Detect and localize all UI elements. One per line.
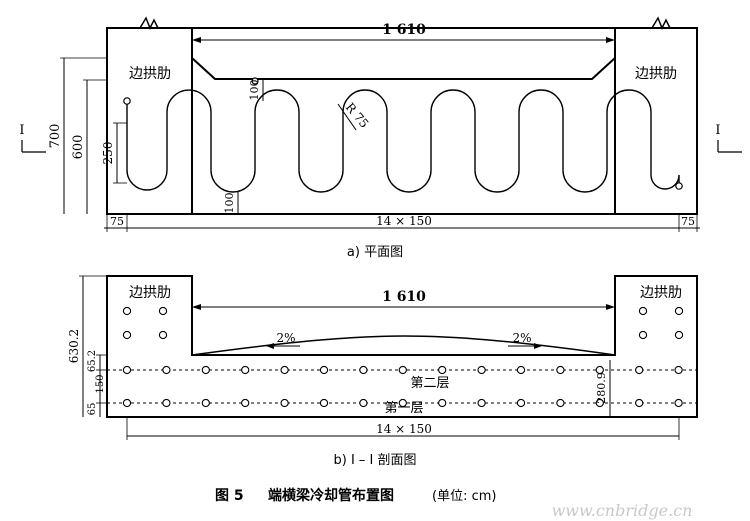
section-span-arrow-left — [192, 304, 201, 310]
plan-section-mark-right: I — [715, 123, 720, 138]
plan-bottom-mid: 14 × 150 — [376, 214, 432, 228]
pipe-rib-left-3 — [122, 306, 132, 316]
pipe-row1-15 — [674, 398, 683, 408]
pipe-rib-right-4 — [674, 330, 684, 340]
plan-rib-left-label: 边拱肋 — [129, 66, 171, 82]
pipe-row1-14 — [635, 398, 644, 408]
plan-span-arrow-right — [606, 37, 615, 43]
pipe-row1-6 — [319, 398, 329, 408]
section-mark-left-line — [21, 140, 46, 153]
section-outline — [106, 275, 698, 418]
section-dim-150: 150 — [95, 374, 106, 393]
section-mark-right-line — [717, 140, 742, 153]
plan-dim-700: 700 — [48, 124, 63, 149]
pipe-row1-9 — [438, 398, 447, 408]
pipe-row2-10 — [477, 365, 486, 375]
plan-pipe-outlet — [675, 182, 683, 190]
pipe-row2-14 — [635, 365, 644, 375]
plan-span-label: 1 610 — [382, 22, 426, 38]
section-layer-one: 第一层 — [384, 401, 423, 416]
pipe-row-one — [122, 398, 683, 408]
pipe-row1-4 — [241, 398, 250, 408]
section-layer-two: 第二层 — [410, 376, 449, 391]
section-top-camber — [191, 335, 616, 356]
pipe-row-two — [122, 365, 683, 375]
plan-dim-100-top: 100 — [248, 80, 261, 101]
pipe-row2-8 — [398, 365, 407, 375]
plan-cooling-pipe — [126, 89, 680, 193]
figure-unit: (单位: cm) — [432, 489, 496, 504]
pipe-rib-left-4 — [158, 306, 168, 316]
pipe-rib-right-2 — [674, 306, 684, 316]
plan-outline — [106, 27, 698, 215]
plan-view — [21, 16, 742, 232]
plan-dim-600: 600 — [71, 135, 86, 160]
section-dim-65-2: 65.2 — [87, 350, 98, 372]
section-dim-280-9: 280.9 — [595, 372, 608, 404]
section-dim-65: 65 — [87, 403, 98, 416]
pipe-row2-3 — [201, 365, 210, 375]
plan-dim-250: 250 — [101, 142, 115, 165]
pipe-row1-10 — [477, 398, 486, 408]
plan-caption: a) 平面图 — [347, 245, 403, 260]
figure-number: 图 5 — [215, 488, 244, 504]
pipe-row2-9 — [438, 365, 447, 375]
pipe-row2-1 — [122, 365, 132, 375]
pipe-row2-2 — [162, 365, 171, 375]
plan-bottom-left: 75 — [110, 215, 124, 228]
pipe-rib-left-1 — [122, 330, 132, 340]
section-span-arrow-right — [606, 304, 615, 310]
section-dim-630-2: 630.2 — [67, 329, 81, 363]
pipe-row1-8 — [398, 398, 407, 408]
pipe-row1-12 — [556, 398, 565, 408]
pipe-row1-11 — [516, 398, 526, 408]
pipe-sections — [122, 306, 684, 408]
plan-span-arrow-left — [192, 37, 201, 43]
plan-top-edge — [191, 57, 616, 80]
section-rib-left-label: 边拱肋 — [129, 285, 171, 301]
pipe-row2-11 — [516, 365, 526, 375]
section-rib-right-label: 边拱肋 — [640, 285, 682, 301]
pipe-row2-4 — [241, 365, 250, 375]
watermark: www.cnbridge.cn — [552, 501, 693, 520]
pipe-row2-7 — [359, 365, 368, 375]
plan-rib-right-label: 边拱肋 — [635, 66, 677, 82]
pipe-row1-3 — [201, 398, 210, 408]
radius-leader — [337, 103, 357, 131]
slope-right-arrowhead — [534, 343, 542, 349]
break-mark-right — [651, 16, 671, 30]
pipe-row1-7 — [359, 398, 368, 408]
pipe-row1-2 — [162, 398, 171, 408]
section-slope-left: 2% — [276, 331, 295, 345]
section-bottom-mid: 14 × 150 — [376, 422, 432, 436]
pipe-rib-right-3 — [638, 330, 648, 340]
plan-dim-100-bottom: 100 — [223, 193, 236, 214]
plan-pipe-inlet — [123, 97, 131, 105]
section-span-label: 1 610 — [382, 289, 426, 305]
pipe-row1-5 — [280, 398, 289, 408]
pipe-row2-15 — [674, 365, 683, 375]
pipe-row1-1 — [122, 398, 132, 408]
pipe-rib-left-2 — [158, 330, 168, 340]
figure-title: 端横梁冷却管布置图 — [268, 487, 394, 504]
section-slope-right: 2% — [512, 331, 531, 345]
slope-left-arrowhead — [266, 343, 274, 349]
pipe-row2-5 — [280, 365, 289, 375]
pipe-row2-6 — [319, 365, 329, 375]
pipe-row1-13 — [595, 398, 604, 408]
section-caption: b) I – I 剖面图 — [333, 453, 416, 468]
plan-section-mark-left: I — [19, 123, 24, 138]
plan-bottom-right: 75 — [681, 215, 695, 228]
break-mark-left — [139, 16, 159, 30]
pipe-row2-12 — [556, 365, 565, 375]
plan-pipe-marker-top — [251, 77, 259, 85]
plan-radius-label: R 75 — [343, 100, 372, 131]
pipe-rib-right-1 — [638, 306, 648, 316]
pipe-row2-13 — [595, 365, 604, 375]
